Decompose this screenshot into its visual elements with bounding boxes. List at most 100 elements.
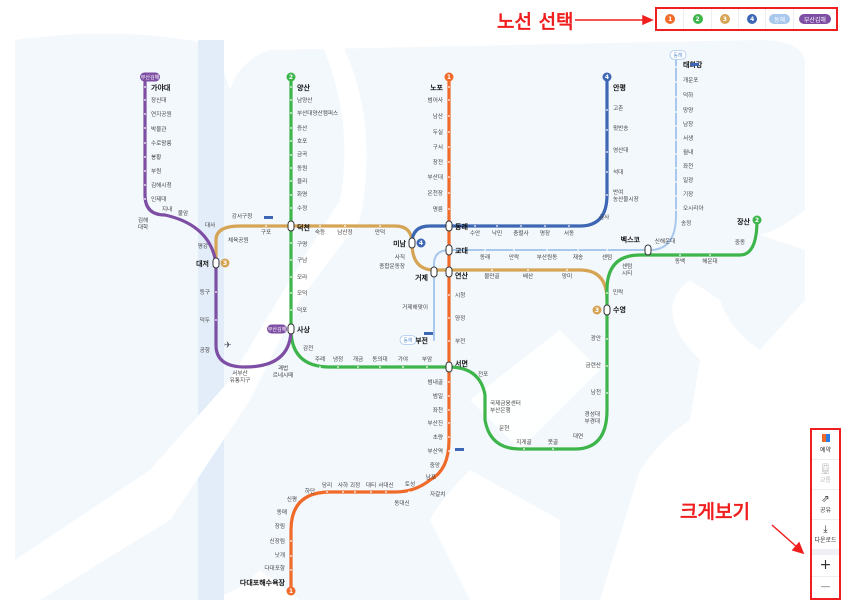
station-label-l1[interactable]: 구서 bbox=[433, 143, 443, 151]
transfer-station-marker[interactable] bbox=[430, 266, 438, 278]
station-label-l4[interactable]: 낙민 bbox=[492, 229, 502, 237]
station-label-gimhae[interactable]: 부원 bbox=[151, 167, 161, 175]
station-label-gimhae[interactable]: 공항 bbox=[200, 346, 210, 354]
station-label-l3[interactable]: 종합운동장 bbox=[379, 262, 405, 270]
transfer-station-marker[interactable] bbox=[603, 304, 611, 316]
station-label-gimhae[interactable]: 덕두 bbox=[200, 317, 210, 324]
transfer-station-label[interactable]: 덕천 bbox=[297, 223, 310, 232]
station-label-gimhae[interactable]: 박물관 bbox=[151, 125, 166, 133]
transfer-station-label[interactable]: 연산 bbox=[455, 271, 468, 280]
station-label-l2[interactable]: 냉정 bbox=[333, 355, 343, 363]
station-label-gimhae[interactable]: 불암 bbox=[178, 209, 188, 217]
station-label-l1[interactable]: 범내골 bbox=[428, 378, 443, 386]
line-filter-3[interactable]: 4 bbox=[739, 9, 767, 29]
station-label-gimhae[interactable]: 서부산 bbox=[232, 369, 247, 377]
line-filter-5[interactable]: 부산김해 bbox=[794, 9, 836, 29]
transfer-station-label[interactable]: 거제 bbox=[415, 273, 428, 282]
transfer-station-marker[interactable] bbox=[408, 237, 416, 249]
station-label-gimhae[interactable]: 대사 bbox=[205, 221, 215, 229]
station-label-l1[interactable]: 부산진 bbox=[428, 419, 443, 427]
station-label-l2[interactable]: 감전 bbox=[303, 344, 313, 352]
transfer-station-marker[interactable] bbox=[445, 220, 453, 232]
station-label-l2[interactable]: 율리 bbox=[297, 177, 307, 185]
station-label-l2[interactable]: 센텀 bbox=[622, 262, 632, 270]
station-label-donghae[interactable]: 신해운대 bbox=[655, 237, 676, 245]
station-label-l2[interactable]: 경성대 bbox=[585, 410, 600, 418]
station-label-l2[interactable]: 부암 bbox=[422, 355, 432, 363]
station-label-gimhae[interactable]: 대학 bbox=[138, 223, 148, 231]
download-button[interactable]: ⤓다운로드 bbox=[812, 520, 839, 555]
station-label-l1[interactable]: 동대신 bbox=[394, 499, 409, 507]
station-label-l2[interactable]: 장산 bbox=[737, 217, 750, 226]
station-label-donghae[interactable]: 기장 bbox=[683, 190, 693, 198]
station-label-l2[interactable]: 양산 bbox=[297, 83, 310, 92]
station-label-l3[interactable]: 배산 bbox=[523, 272, 533, 280]
station-label-l2[interactable]: 동원 bbox=[297, 164, 307, 172]
station-label-l1[interactable]: 양정 bbox=[455, 314, 465, 322]
station-label-l2[interactable]: 해운대 bbox=[702, 257, 717, 265]
station-label-l2[interactable]: 모라 bbox=[297, 273, 307, 281]
station-label-l2[interactable]: 수정 bbox=[297, 205, 307, 212]
station-label-l4[interactable]: 금사 bbox=[599, 213, 609, 221]
station-label-l1[interactable]: 다대포항 bbox=[264, 564, 285, 572]
station-label-l2[interactable]: 국제금융센터 bbox=[490, 399, 521, 407]
station-label-gimhae[interactable]: 김해 bbox=[138, 216, 148, 224]
station-label-l1[interactable]: 범어사 bbox=[428, 96, 443, 104]
reserve-button[interactable]: 예약 bbox=[812, 430, 839, 460]
station-label-l2[interactable]: 남양산 bbox=[297, 96, 312, 104]
station-label-l2[interactable]: 광안 bbox=[591, 335, 601, 342]
station-label-donghae[interactable]: 안락 bbox=[509, 253, 519, 261]
station-label-gimhae[interactable]: 평강 bbox=[198, 243, 208, 250]
transfer-station-label[interactable]: 서면 bbox=[455, 359, 468, 368]
station-label-l2[interactable]: 구남 bbox=[297, 256, 307, 264]
transfer-station-label[interactable]: 벡스코 bbox=[621, 235, 641, 244]
station-label-gimhae[interactable]: 유통지구 bbox=[230, 376, 251, 384]
station-label-gimhae[interactable]: 괘법 bbox=[278, 364, 288, 372]
station-label-l2[interactable]: 구명 bbox=[297, 241, 307, 248]
share-button[interactable]: ⇗공유 bbox=[812, 490, 839, 520]
transfer-station-marker[interactable] bbox=[287, 220, 295, 232]
zoom-out-button[interactable]: − bbox=[819, 579, 832, 596]
transfer-station-marker[interactable] bbox=[212, 257, 220, 269]
station-label-gimhae[interactable]: 르네시떼 bbox=[273, 371, 294, 379]
station-label-l1[interactable]: 부산대 bbox=[428, 173, 443, 181]
zoom-in-button[interactable]: + bbox=[812, 555, 839, 577]
station-label-donghae[interactable]: 월내 bbox=[683, 148, 693, 156]
station-label-l1[interactable]: 동매 bbox=[277, 508, 287, 516]
station-label-l4[interactable]: 안평 bbox=[613, 83, 626, 92]
station-label-donghae[interactable]: 덕하 bbox=[683, 91, 693, 99]
station-label-l2[interactable]: 전포 bbox=[478, 370, 488, 378]
station-label-gimhae[interactable]: 수로왕릉 bbox=[151, 139, 172, 147]
station-label-l4[interactable]: 수안 bbox=[470, 230, 480, 237]
station-label-l1[interactable]: 장전 bbox=[433, 158, 443, 166]
station-label-l1[interactable]: 좌천 bbox=[433, 406, 443, 414]
station-label-l1[interactable]: 토성 bbox=[405, 480, 415, 488]
line-filter-2[interactable]: 3 bbox=[712, 9, 740, 29]
station-label-donghae[interactable]: 송정 bbox=[681, 219, 691, 227]
station-label-l1[interactable]: 괴정 bbox=[350, 481, 360, 489]
station-label-l3[interactable]: 망미 bbox=[562, 272, 572, 280]
station-label-l1[interactable]: 낫개 bbox=[275, 551, 285, 559]
station-label-l2[interactable]: 금련산 bbox=[586, 361, 601, 369]
station-label-donghae[interactable]: 남창 bbox=[683, 120, 693, 128]
station-label-l2[interactable]: 덕포 bbox=[297, 307, 307, 314]
station-label-l4[interactable]: 고촌 bbox=[613, 104, 623, 112]
station-label-l1[interactable]: 장림 bbox=[275, 522, 285, 530]
station-label-l1[interactable]: 시청 bbox=[455, 292, 465, 299]
station-label-l1[interactable]: 범일 bbox=[433, 392, 443, 400]
station-label-l1[interactable]: 하단 bbox=[305, 487, 315, 495]
station-label-donghae[interactable]: 센텀 bbox=[602, 253, 612, 261]
station-label-l2[interactable]: 모덕 bbox=[297, 290, 307, 297]
station-label-l4[interactable]: 충렬사 bbox=[513, 229, 528, 237]
station-label-gimhae[interactable]: 봉황 bbox=[151, 153, 161, 161]
station-label-donghae[interactable]: 재송 bbox=[573, 253, 583, 261]
station-label-donghae[interactable]: 동래 bbox=[480, 253, 490, 261]
station-label-l1[interactable]: 다대포해수욕장 bbox=[240, 578, 286, 587]
station-label-donghae[interactable]: 오시리아 bbox=[683, 204, 704, 212]
station-label-l2[interactable]: 증산 bbox=[297, 124, 307, 132]
line-filter-0[interactable]: 1 bbox=[657, 9, 685, 29]
station-label-l2[interactable]: 못골 bbox=[548, 439, 558, 446]
station-label-gimhae[interactable]: 인제대 bbox=[151, 195, 166, 203]
station-label-l4[interactable]: 석대 bbox=[613, 168, 623, 176]
